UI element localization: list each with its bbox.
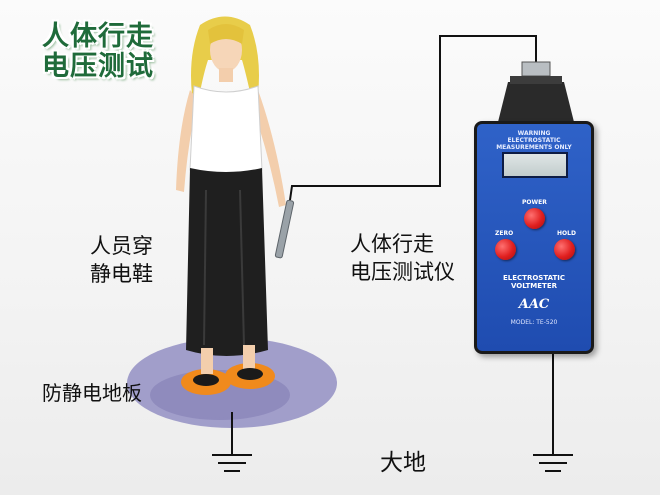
- floor-ground-symbol: [212, 454, 252, 472]
- power-label: POWER: [522, 199, 547, 206]
- tester-line-2: 电压测试仪: [350, 260, 455, 284]
- test-cable: [289, 35, 537, 201]
- label-antistatic-floor: 防静电地板: [42, 381, 142, 405]
- person-figure: [176, 16, 286, 386]
- label-antistatic-shoes: 人员穿 静电鞋: [90, 232, 153, 288]
- warning-line-1: WARNING: [517, 130, 551, 137]
- shoes-line-2: 静电鞋: [90, 262, 153, 286]
- electrostatic-voltmeter: WARNING ELECTROSTATIC MEASUREMENTS ONLY …: [474, 121, 594, 354]
- warning-line-2: ELECTROSTATIC: [507, 137, 561, 144]
- meter-name-line-1: ELECTROSTATIC: [503, 274, 565, 282]
- power-button[interactable]: [524, 208, 545, 229]
- tester-line-1: 人体行走: [350, 232, 434, 256]
- shoes-line-1: 人员穿: [90, 234, 153, 258]
- label-earth: 大地: [380, 450, 426, 476]
- meter-ground-symbol: [533, 454, 573, 472]
- label-walking-voltage-tester: 人体行走 电压测试仪: [350, 230, 455, 286]
- diagram-title: 人体行走 电压测试: [42, 22, 172, 82]
- meter-connector: [498, 61, 574, 122]
- meter-lcd-display: [502, 152, 568, 178]
- meter-name-line-2: VOLTMETER: [510, 282, 558, 290]
- zero-button[interactable]: [495, 239, 516, 260]
- hand-probe: [274, 199, 295, 259]
- hold-label: HOLD: [557, 230, 576, 237]
- warning-line-3: MEASUREMENTS ONLY: [496, 144, 572, 151]
- title-line-1: 人体行走: [42, 21, 154, 52]
- hold-button[interactable]: [554, 239, 575, 260]
- zero-label: ZERO: [495, 230, 514, 237]
- meter-model-text: MODEL: TE-520: [510, 319, 558, 326]
- meter-warning-text: WARNING ELECTROSTATIC MEASUREMENTS ONLY: [477, 130, 591, 151]
- meter-brand-logo: AAC: [518, 297, 550, 312]
- title-line-2: 电压测试: [42, 51, 154, 82]
- meter-name-text: ELECTROSTATIC VOLTMETER: [477, 274, 591, 290]
